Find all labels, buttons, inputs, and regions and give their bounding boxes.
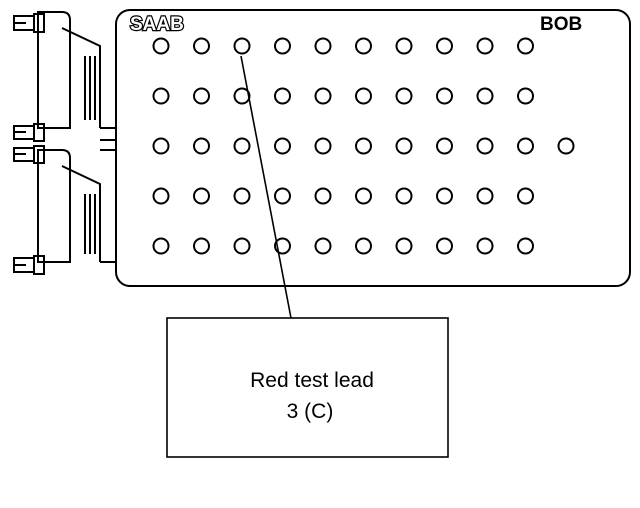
leader-line [240,55,292,319]
pin-socket [193,237,210,255]
pin-socket [517,187,534,205]
pin-socket [314,237,332,255]
pin-socket [517,87,534,105]
pin-socket [314,37,332,55]
pin-socket [436,187,453,205]
pin-socket [517,237,534,255]
pin-socket [193,137,210,155]
pin-socket [395,37,413,55]
pin-socket [152,237,170,255]
pin-socket [152,137,170,155]
pin-socket [274,137,291,155]
pin-socket [436,87,453,105]
pin-socket [355,87,372,105]
pin-socket [476,137,494,155]
pin-socket [517,37,534,55]
pin-socket [476,237,494,255]
pin-socket [152,87,170,105]
pin-socket [395,137,413,155]
pin-socket [233,137,251,155]
pin-socket [355,187,372,205]
pin-socket [557,137,575,155]
pin-socket [395,87,413,105]
pin-socket [395,237,413,255]
pin-socket [476,37,494,55]
pin-socket [193,187,210,205]
callout-line-1: Red test lead [250,369,374,392]
pin-socket [274,37,291,55]
pin-socket [233,187,251,205]
brand-label-left: SAAB [130,14,184,35]
pin-socket [355,237,372,255]
pin-socket [193,37,210,55]
callout-line-2: 3 (C) [287,400,334,423]
pin-socket [355,37,372,55]
pin-grid [152,37,575,255]
callout: Red test lead 3 (C) [166,317,449,458]
pin-socket [314,87,332,105]
breakout-box-outline [115,9,631,287]
pin-socket [274,187,291,205]
pin-socket [193,87,210,105]
lower-connector [13,139,116,275]
upper-connector [13,11,116,129]
pin-socket [152,37,170,55]
pin-socket [233,237,251,255]
pin-socket [436,137,453,155]
pin-socket [274,87,291,105]
middle-connector [13,123,45,164]
brand-label-right: BOB [540,14,582,35]
pin-socket [152,187,170,205]
pin-socket [233,37,251,55]
callout-box [166,317,449,458]
pin-socket [233,87,251,105]
pin-socket [395,187,413,205]
pin-socket [436,37,453,55]
pin-socket [476,87,494,105]
pin-socket [517,137,534,155]
pin-socket [314,137,332,155]
pin-socket [476,187,494,205]
pin-socket [436,237,453,255]
pin-socket [355,137,372,155]
connector-assembly [13,11,116,275]
pin-socket [314,187,332,205]
